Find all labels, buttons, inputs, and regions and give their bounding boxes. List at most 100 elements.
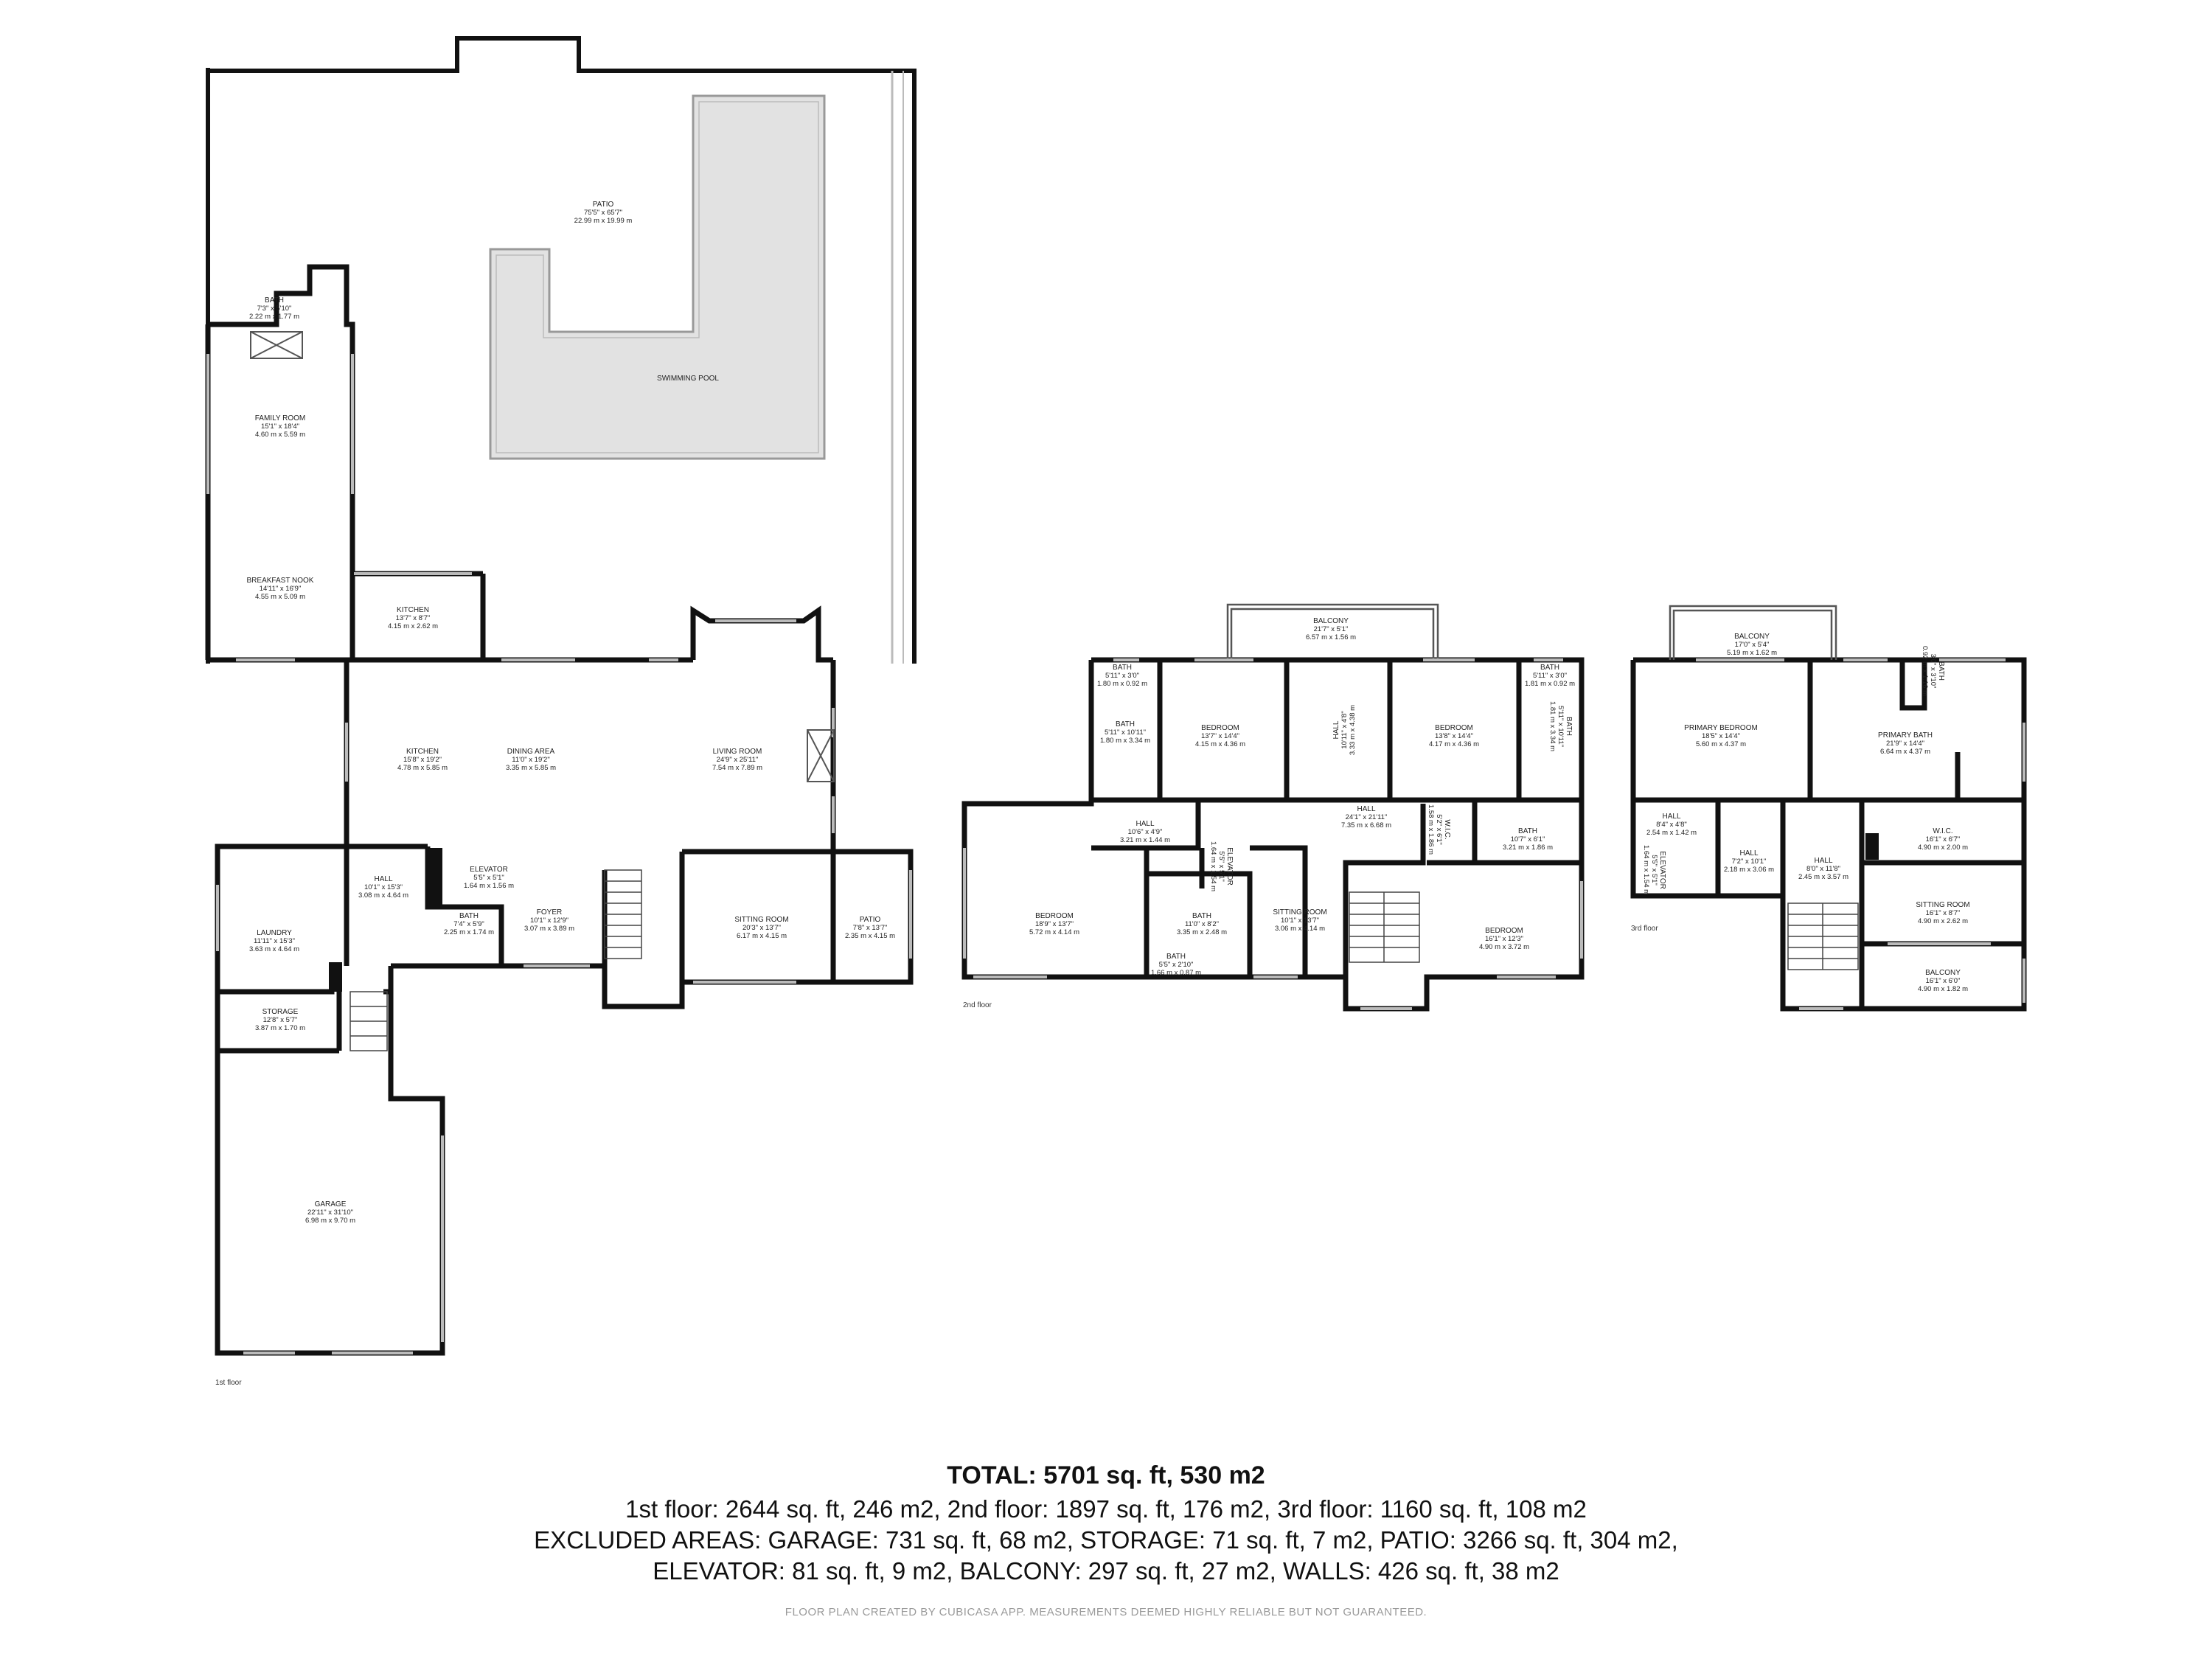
room-name: HALL <box>1357 805 1375 813</box>
room-dim-imperial: 7'4" x 5'9" <box>453 920 484 928</box>
room-dim-metric: 4.60 m x 5.59 m <box>255 431 305 439</box>
room-dim-metric: 3.21 m x 1.86 m <box>1503 844 1553 852</box>
room-dim-imperial: 13'7" x 8'7" <box>396 614 431 622</box>
room-name: BALCONY <box>1925 969 1961 977</box>
room-dim-imperial: 13'7" x 14'4" <box>1201 732 1239 740</box>
room-name: SITTING ROOM <box>734 916 788 924</box>
room-dim-imperial: 10'1" x 13'7" <box>1281 917 1319 925</box>
room-dim-imperial: 5'5" x 5'1" <box>473 874 504 882</box>
room-name: LIVING ROOM <box>713 748 762 756</box>
room-name: LAUNDRY <box>257 929 292 937</box>
room-dim-metric: 3.63 m x 4.64 m <box>249 945 299 953</box>
room-name: BALCONY <box>1313 617 1349 625</box>
room-name: BATH <box>1565 717 1573 736</box>
room-dim-metric: 3.33 m x 4.38 m <box>1349 705 1357 755</box>
room-name: BATH <box>1113 664 1132 672</box>
room-dim-metric: 3.87 m x 1.70 m <box>255 1024 305 1032</box>
third-floor-balconies <box>1669 605 1837 660</box>
room-name: BATH <box>1540 664 1559 672</box>
room-name: FOYER <box>537 908 562 917</box>
room-dim-imperial: 24'1" x 21'11" <box>1346 813 1388 821</box>
room-name: BATH <box>1166 953 1186 961</box>
room-dim-metric: 3.21 m x 1.44 m <box>1120 836 1170 844</box>
room-name: DINING AREA <box>507 748 555 756</box>
floor-tag-2nd: 2nd floor <box>963 1001 992 1009</box>
room-name: BATH <box>265 296 284 305</box>
room-dim-imperial: 18'9" x 13'7" <box>1035 920 1074 928</box>
room-dim-metric: 6.17 m x 4.15 m <box>737 932 787 940</box>
room-dim-imperial: 11'0" x 8'2" <box>1185 920 1219 928</box>
room-name: ELEVATOR <box>1225 847 1234 886</box>
room-dim-imperial: 75'5" x 65'7" <box>584 209 622 217</box>
room-dim-metric: 2.35 m x 4.15 m <box>845 932 895 940</box>
room-dim-imperial: 5'11" x 3'0" <box>1105 672 1139 680</box>
room-dim-metric: 1.80 m x 0.92 m <box>1097 680 1147 688</box>
room-dim-imperial: 5'11" x 3'0" <box>1533 672 1567 680</box>
room-name: ELEVATOR <box>470 866 508 874</box>
room-dim-metric: 3.06 m x 4.14 m <box>1275 925 1325 933</box>
room-name: ELEVATOR <box>1658 851 1666 889</box>
room-dim-metric: 1.81 m x 3.34 m <box>1548 701 1557 751</box>
room-dim-imperial: 20'3" x 13'7" <box>742 924 781 932</box>
third-floor-stairs <box>1787 902 1859 970</box>
room-dim-metric: 7.35 m x 6.68 m <box>1341 821 1391 830</box>
room-name: W.I.C. <box>1443 819 1451 839</box>
room-name: HALL <box>1739 849 1758 858</box>
room-name: FAMILY ROOM <box>255 414 306 422</box>
floor-tag-1st: 1st floor <box>215 1379 242 1387</box>
room-name: KITCHEN <box>397 606 429 614</box>
room-dim-metric: 5.19 m x 1.62 m <box>1727 649 1777 657</box>
room-name: PRIMARY BEDROOM <box>1684 724 1758 732</box>
room-dim-imperial: 8'4" x 4'8" <box>1656 821 1687 829</box>
room-dim-metric: 2.18 m x 3.06 m <box>1724 866 1774 874</box>
room-label: SWIMMING POOL <box>657 375 719 383</box>
room-dim-metric: 1.64 m x 1.54 m <box>1642 845 1650 895</box>
room-dim-imperial: 21'7" x 5'1" <box>1314 625 1349 633</box>
total-area: TOTAL: 5701 sq. ft, 530 m2 <box>947 1461 1265 1489</box>
second-floor-windows <box>963 658 1583 1010</box>
room-name: BEDROOM <box>1035 912 1074 920</box>
room-dim-metric: 4.55 m x 5.09 m <box>255 593 305 601</box>
room-dim-metric: 5.72 m x 4.14 m <box>1029 928 1079 936</box>
room-dim-imperial: 7'8" x 13'7" <box>853 924 888 932</box>
room-label: W.I.C.16'1" x 6'7"4.90 m x 2.00 m <box>1918 827 1968 852</box>
room-name: SITTING ROOM <box>1273 908 1326 917</box>
room-dim-imperial: 10'1" x 12'9" <box>530 917 568 925</box>
room-name: BEDROOM <box>1201 724 1239 732</box>
room-dim-imperial: 5'5" x 5'1" <box>1650 855 1658 886</box>
room-dim-imperial: 7'2" x 10'1" <box>1732 858 1767 866</box>
room-dim-metric: 2.54 m x 1.42 m <box>1646 829 1697 837</box>
room-dim-metric: 2.25 m x 1.74 m <box>444 928 494 936</box>
excluded-areas-line-2: ELEVATOR: 81 sq. ft, 9 m2, BALCONY: 297 … <box>653 1557 1559 1585</box>
third-floor-windows <box>1696 658 2025 1010</box>
room-name: BATH <box>1937 661 1945 681</box>
room-dim-metric: 1.66 m x 0.87 m <box>1151 969 1201 977</box>
room-dim-imperial: 5'11" x 10'11" <box>1105 728 1146 737</box>
room-name: HALL <box>1332 720 1340 739</box>
room-name: STORAGE <box>262 1008 299 1016</box>
